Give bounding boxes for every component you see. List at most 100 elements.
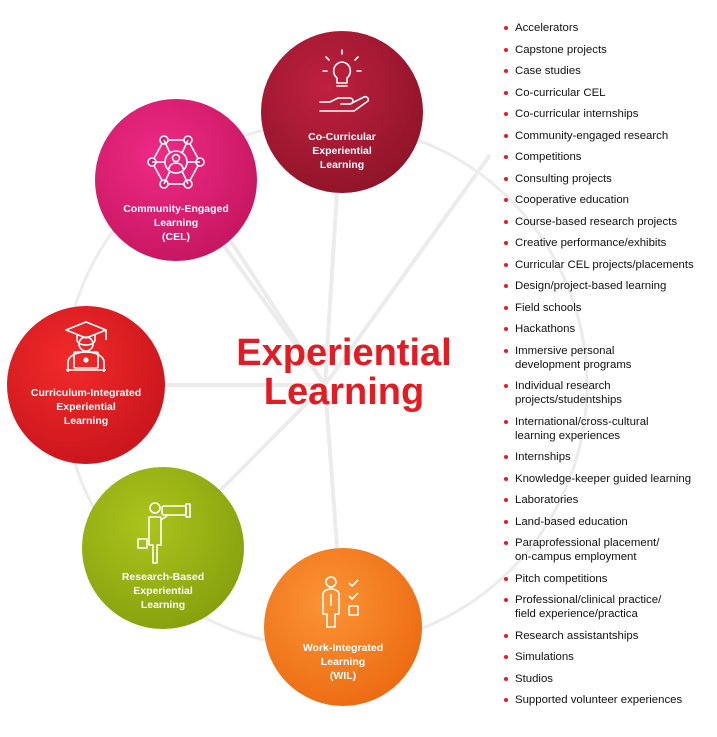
activity-label: Consulting projects xyxy=(515,172,612,185)
bullet-icon xyxy=(504,241,508,245)
person-telescope-icon xyxy=(137,502,191,564)
activity-label: International/cross-cultural learning ex… xyxy=(515,415,649,442)
circle-label-line: Learning xyxy=(64,415,108,427)
circle-label-line: Learning xyxy=(154,217,198,229)
activity-label: Field schools xyxy=(515,301,582,314)
bullet-icon xyxy=(504,305,508,310)
activity-list-item: Supported volunteer experiences xyxy=(503,693,717,707)
bullet-icon xyxy=(504,576,508,581)
circle-label-line: Learning xyxy=(320,159,364,171)
bullet-icon xyxy=(504,419,508,424)
activity-list-item: Field schools xyxy=(503,301,717,315)
graduate-laptop-icon xyxy=(65,321,107,372)
activity-list-item: Course-based research projects xyxy=(503,215,717,229)
circle-shape xyxy=(95,99,257,261)
activity-label: Paraprofessional placement/ on-campus em… xyxy=(515,537,660,563)
circle-label-line: Experiential xyxy=(56,401,116,413)
bullet-icon xyxy=(504,176,508,181)
circle-label-line: Learning xyxy=(141,599,185,611)
activity-label: Immersive personal development programs xyxy=(515,344,632,371)
bullet-icon xyxy=(504,384,508,388)
bullet-icon xyxy=(504,698,508,702)
bullet-icon xyxy=(504,90,508,95)
activity-label: Co-curricular internships xyxy=(515,108,639,120)
bullet-icon xyxy=(504,219,508,224)
activity-list-item: Individual research projects/studentship… xyxy=(503,379,717,407)
bullet-icon xyxy=(504,262,508,267)
activity-list-item: Consulting projects xyxy=(503,172,717,186)
activity-label: Competitions xyxy=(515,151,582,163)
bullet-icon xyxy=(504,498,508,502)
activity-label: Design/project-based learning xyxy=(515,280,667,292)
activity-label: Laboratories xyxy=(515,494,579,506)
bullet-icon xyxy=(504,133,508,138)
activity-list-item: Immersive personal development programs xyxy=(503,344,717,372)
circle-label-line: Community-Engaged xyxy=(123,203,229,215)
circle-label-line: (CEL) xyxy=(162,231,190,243)
activity-list-item: International/cross-cultural learning ex… xyxy=(503,415,717,443)
bullet-icon xyxy=(504,327,508,331)
bullet-icon xyxy=(504,284,508,288)
activity-list-item: Professional/clinical practice/ field ex… xyxy=(503,593,717,621)
activity-label: Community-engaged research xyxy=(515,129,669,142)
activity-list-item: Pitch competitions xyxy=(503,572,717,586)
circle-label-line: Curriculum-Integrated xyxy=(31,387,141,399)
bullet-icon xyxy=(504,476,508,481)
circle-community-engaged: Community-Engaged Learning (CEL) xyxy=(95,99,257,261)
bullet-icon xyxy=(504,519,508,524)
activity-list-item: Co-curricular internships xyxy=(503,107,717,121)
activity-list-item: Laboratories xyxy=(503,493,717,507)
center-title-line1: Experiential xyxy=(236,332,451,374)
activity-label: Co-curricular CEL xyxy=(515,86,606,99)
activity-list-item: Studios xyxy=(503,672,717,686)
circle-label-line: Co-Curricular xyxy=(308,131,376,143)
activity-list-item: Competitions xyxy=(503,150,717,164)
activity-label: Course-based research projects xyxy=(515,215,678,228)
activity-list-item: Creative performance/exhibits xyxy=(503,236,717,250)
activity-list-item: Accelerators xyxy=(503,21,717,35)
activity-list-item: Design/project-based learning xyxy=(503,279,717,293)
circle-label-line: (WIL) xyxy=(330,670,356,682)
activity-label: Individual research projects/studentship… xyxy=(515,380,623,406)
activity-label: Professional/clinical practice/ field ex… xyxy=(515,594,662,620)
activity-list-item: Case studies xyxy=(503,64,717,78)
circle-label-line: Work-Integrated xyxy=(303,642,383,654)
activity-list-item: Internships xyxy=(503,450,717,464)
bullet-icon xyxy=(504,47,508,52)
activity-label: Capstone projects xyxy=(515,43,607,56)
activity-label: Curricular CEL projects/placements xyxy=(515,258,694,271)
activity-label: Knowledge-keeper guided learning xyxy=(515,472,692,485)
bullet-icon xyxy=(504,655,508,659)
circle-label-line: Research-Based xyxy=(122,571,204,583)
activity-label: Internships xyxy=(515,451,571,463)
bullet-icon xyxy=(504,676,508,681)
activity-label: Creative performance/exhibits xyxy=(515,237,667,249)
activity-list-item: Simulations xyxy=(503,650,717,664)
circle-label-line: Learning xyxy=(321,656,365,668)
circle-research-based: Research-Based Experiential Learning xyxy=(82,467,244,629)
center-title-line2: Learning xyxy=(264,371,424,413)
circle-shape xyxy=(7,306,165,464)
bullet-icon xyxy=(504,348,508,353)
activity-list-item: Knowledge-keeper guided learning xyxy=(503,472,717,486)
activity-list-item: Community-engaged research xyxy=(503,129,717,143)
activity-label: Land-based education xyxy=(515,515,628,528)
activity-list-item: Curricular CEL projects/placements xyxy=(503,258,717,272)
circle-shape xyxy=(82,467,244,629)
activity-list-item: Capstone projects xyxy=(503,43,717,57)
activity-label: Supported volunteer experiences xyxy=(515,694,683,706)
community-network-icon xyxy=(147,135,205,189)
activity-label: Accelerators xyxy=(515,22,579,34)
activity-list-item: Hackathons xyxy=(503,322,717,336)
bullet-icon xyxy=(504,541,508,545)
activity-list-item: Land-based education xyxy=(503,515,717,529)
bullet-icon xyxy=(504,69,508,73)
bullet-icon xyxy=(504,198,508,202)
bullet-icon xyxy=(504,155,508,159)
bullet-icon xyxy=(504,633,508,638)
activity-label: Case studies xyxy=(515,65,581,77)
lightbulb-hand-icon xyxy=(319,49,370,112)
bullet-icon xyxy=(504,26,508,30)
circle-shape xyxy=(264,548,422,706)
